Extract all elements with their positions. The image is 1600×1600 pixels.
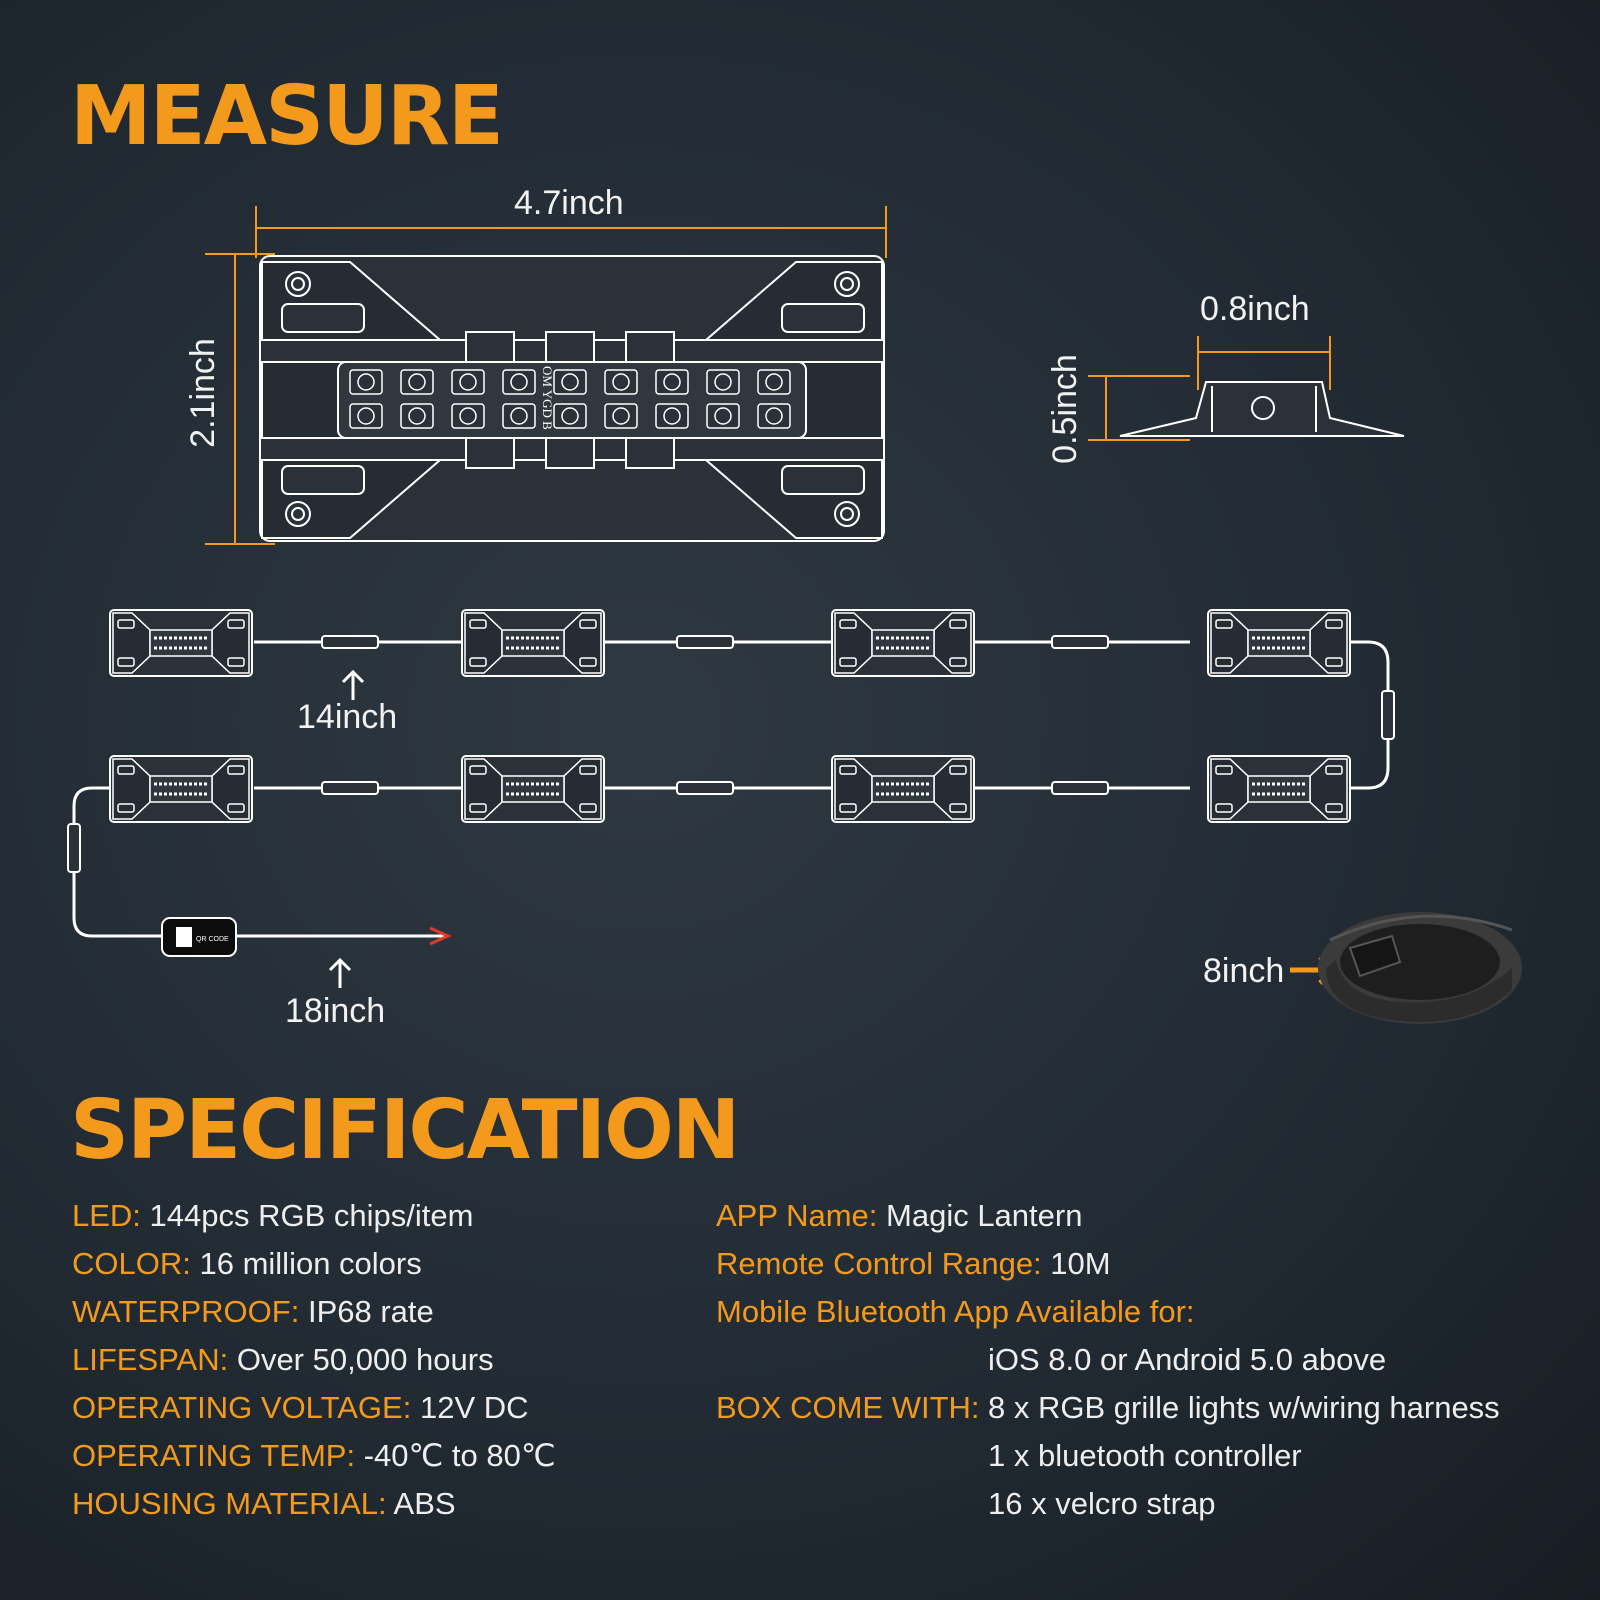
spec-key: LIFESPAN:	[72, 1342, 229, 1377]
spec-key: OPERATING VOLTAGE:	[72, 1390, 412, 1425]
spec-row: OPERATING VOLTAGE: 12V DC	[72, 1384, 529, 1432]
spec-value: Over 50,000 hours	[236, 1342, 494, 1377]
cable-connector	[321, 635, 379, 649]
spec-row: COLOR: 16 million colors	[72, 1240, 422, 1288]
spec-row: OPERATING TEMP: -40℃ to 80℃	[72, 1432, 556, 1480]
wiring-harness	[67, 635, 1395, 938]
spec-key: Mobile Bluetooth App Available for:	[716, 1294, 1195, 1329]
spec-value: 16 million colors	[199, 1246, 422, 1281]
chain-lamp	[831, 755, 975, 823]
arrow-icons	[328, 669, 365, 988]
led-chip-lens	[612, 373, 630, 391]
spec-key: OPERATING TEMP:	[72, 1438, 356, 1473]
chain-lamp	[1207, 755, 1351, 823]
spec-key: Remote Control Range:	[716, 1246, 1042, 1281]
spec-key: LED:	[72, 1198, 141, 1233]
chain-lamp	[461, 755, 605, 823]
spec-row: LED: 144pcs RGB chips/item	[72, 1192, 473, 1240]
led-chip-lens	[714, 407, 732, 425]
spec-key: COLOR:	[72, 1246, 191, 1281]
led-chip-lens	[459, 407, 477, 425]
led-chip-lens	[561, 407, 579, 425]
box-item: 1 x bluetooth controller	[988, 1438, 1302, 1473]
cable-connector	[67, 823, 81, 873]
cable-connector	[676, 781, 734, 795]
dimension-lines	[205, 206, 1331, 545]
cable-connector	[1051, 781, 1109, 795]
spec-row: LIFESPAN: Over 50,000 hours	[72, 1336, 494, 1384]
spec-row: WATERPROOF: IP68 rate	[72, 1288, 434, 1336]
chain-lamp	[1207, 609, 1351, 677]
measure-title: MEASURE	[70, 69, 504, 164]
cable-connector	[321, 781, 379, 795]
led-chip-lens	[612, 407, 630, 425]
box-item: 8 x RGB grille lights w/wiring harness	[988, 1390, 1500, 1425]
grille-light-top-view	[259, 255, 885, 542]
lead-length-label: 18inch	[285, 992, 386, 1030]
spec-key: APP Name:	[716, 1198, 878, 1233]
spec-value: 12V DC	[419, 1390, 529, 1425]
strap-length-label: 8inch	[1203, 952, 1285, 990]
spec-value-bluetooth: iOS 8.0 or Android 5.0 above	[988, 1342, 1387, 1377]
spec-value: -40℃ to 80℃	[363, 1438, 556, 1473]
height-dimension: 2.1inch	[183, 338, 222, 448]
box-item: 16 x velcro strap	[988, 1486, 1216, 1521]
bluetooth-controller: QR CODE	[161, 917, 452, 957]
spec-value: ABS	[393, 1486, 456, 1521]
side-width-dimension: 0.8inch	[1200, 290, 1310, 328]
led-chip-lens	[765, 373, 783, 391]
led-chip-lens	[714, 373, 732, 391]
spec-value: 10M	[1050, 1246, 1111, 1281]
spec-key: WATERPROOF:	[72, 1294, 300, 1329]
spec-key: HOUSING MATERIAL:	[72, 1486, 387, 1521]
chain-lamp	[109, 609, 253, 677]
specification-title: SPECIFICATION	[70, 1083, 740, 1178]
led-chip-lens	[357, 373, 375, 391]
cable-connector	[1051, 635, 1109, 649]
led-chip-lens	[459, 373, 477, 391]
chain-lamp	[461, 609, 605, 677]
cable-connector	[676, 635, 734, 649]
led-chip-lens	[357, 407, 375, 425]
led-chip-lens	[408, 373, 426, 391]
led-chip-lens	[510, 407, 528, 425]
spec-row: HOUSING MATERIAL: ABS	[72, 1480, 456, 1528]
spec-value: IP68 rate	[307, 1294, 434, 1329]
cable-connector	[1381, 690, 1395, 740]
lamp-chain	[109, 609, 1351, 823]
led-chip-lens	[663, 407, 681, 425]
led-chip-lens	[408, 407, 426, 425]
controller-label: QR CODE	[196, 936, 229, 943]
lamp-marking: OM YGD B	[540, 366, 555, 430]
chain-lamp	[109, 755, 253, 823]
chain-lamp	[831, 609, 975, 677]
cable-gap-label: 14inch	[297, 698, 398, 736]
spec-row-box: BOX COME WITH:	[716, 1384, 980, 1432]
side-height-dimension: 0.5inch	[1045, 354, 1084, 464]
width-dimension: 4.7inch	[514, 184, 624, 222]
velcro-strap-image	[1318, 912, 1522, 1024]
spec-row-range: Remote Control Range: 10M	[716, 1240, 1111, 1288]
led-chip-lens	[561, 373, 579, 391]
led-chip-lens	[510, 373, 528, 391]
spec-row-app: APP Name: Magic Lantern	[716, 1192, 1082, 1240]
spec-row-bluetooth: Mobile Bluetooth App Available for:	[716, 1288, 1195, 1336]
led-chip-lens	[663, 373, 681, 391]
spec-value: Magic Lantern	[886, 1198, 1083, 1233]
led-chip-lens	[765, 407, 783, 425]
grille-light-side-view	[1119, 381, 1405, 437]
spec-key: BOX COME WITH:	[716, 1390, 980, 1425]
spec-value: 144pcs RGB chips/item	[149, 1198, 474, 1233]
